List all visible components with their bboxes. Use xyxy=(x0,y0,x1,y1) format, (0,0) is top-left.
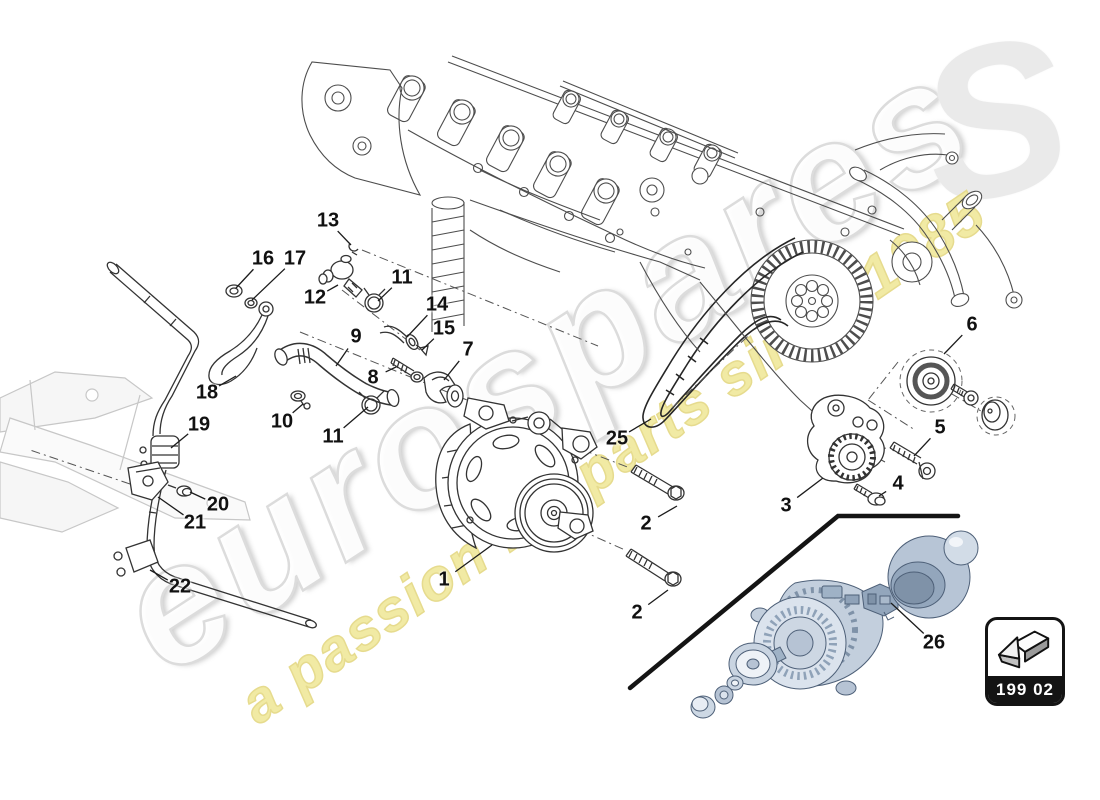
part-callout-19[interactable]: 19 xyxy=(187,413,211,436)
part-callout-14[interactable]: 14 xyxy=(425,293,449,316)
part-callout-1[interactable]: 1 xyxy=(438,568,450,591)
coolant-pipe-sketch xyxy=(106,261,317,629)
inset-divider-line xyxy=(627,513,961,691)
part-callout-12[interactable]: 12 xyxy=(303,286,327,309)
engine-block-sketch xyxy=(301,55,1023,463)
part-callout-10[interactable]: 10 xyxy=(270,410,294,433)
coil-pack-row xyxy=(387,75,620,226)
page-code-badge[interactable]: 199 02 xyxy=(985,617,1065,706)
part-callout-26[interactable]: 26 xyxy=(922,631,946,654)
part-callout-9[interactable]: 9 xyxy=(350,325,362,348)
part-callout-15[interactable]: 15 xyxy=(432,317,456,340)
hose-fittings-sketch xyxy=(274,242,459,415)
part-callout-11[interactable]: 11 xyxy=(322,425,344,448)
flywheel-sketch xyxy=(750,239,874,363)
part-callout-4[interactable]: 4 xyxy=(892,472,904,495)
part-callout-16[interactable]: 16 xyxy=(251,247,275,270)
part-callout-8[interactable]: 8 xyxy=(367,366,379,389)
part-callout-25[interactable]: 25 xyxy=(605,427,629,450)
part-callout-6[interactable]: 6 xyxy=(966,313,978,336)
part-callout-5[interactable]: 5 xyxy=(934,416,946,439)
part-callout-3[interactable]: 3 xyxy=(780,494,792,517)
part-callout-2[interactable]: 2 xyxy=(631,601,643,624)
part-callout-22[interactable]: 22 xyxy=(168,575,192,598)
part-callout-7[interactable]: 7 xyxy=(462,338,474,361)
part-callout-21[interactable]: 21 xyxy=(183,511,207,534)
coil-pack-row-right xyxy=(552,89,723,179)
mount-bolts-sketch xyxy=(625,464,685,587)
part-callout-2[interactable]: 2 xyxy=(640,512,652,535)
water-pump-sketch xyxy=(849,133,1023,309)
part-callout-11[interactable]: 11 xyxy=(391,266,413,289)
idler-pulley-sketch xyxy=(899,349,1016,436)
alternator-sketch xyxy=(435,384,598,553)
belt-tensioner-sketch xyxy=(807,394,936,506)
alternator-render xyxy=(690,530,979,719)
subframe-sketch xyxy=(0,371,251,533)
page-code-label: 199 02 xyxy=(988,676,1062,703)
part-callout-20[interactable]: 20 xyxy=(206,493,230,516)
part-callout-18[interactable]: 18 xyxy=(195,381,219,404)
part-callout-17[interactable]: 17 xyxy=(283,247,307,270)
category-arrow-icon xyxy=(997,630,1050,669)
part-callout-13[interactable]: 13 xyxy=(316,209,340,232)
